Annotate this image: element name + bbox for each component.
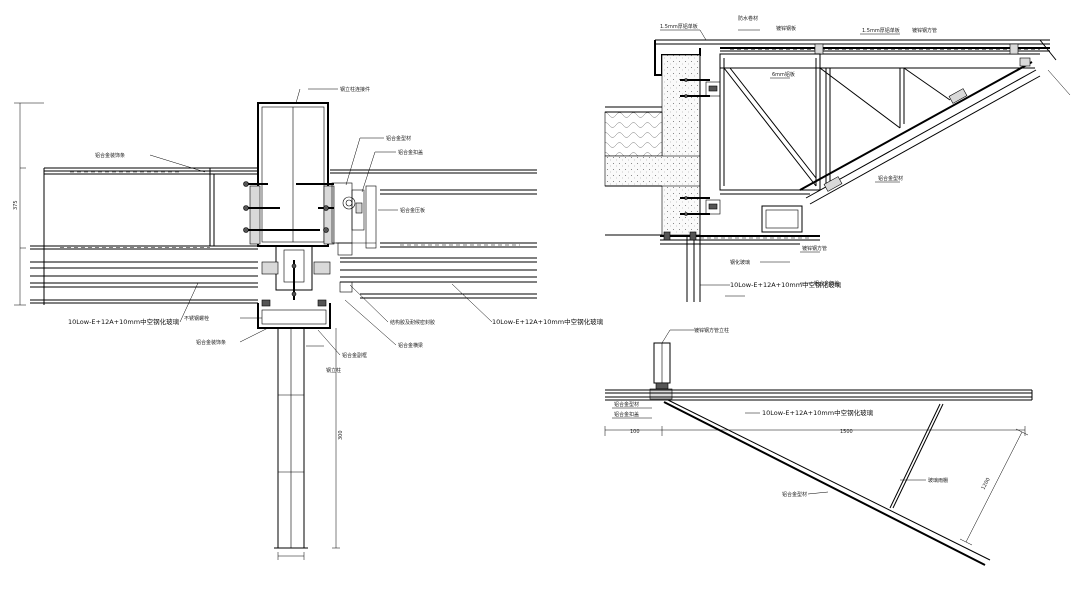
br-label-al-profile: 铝合金型材 xyxy=(614,401,639,408)
label-column-connector: 钢立柱连接件 xyxy=(340,86,370,93)
bolt-group xyxy=(243,181,334,233)
canopy-bottom-edge xyxy=(660,205,820,245)
top-right-canopy-edge-detail: 1.5mm厚铝单板 防水卷材 镀锌钢板 1.5mm厚铝单板 镀锌钢方管 6mm铝… xyxy=(604,15,1071,302)
steel-column-upper xyxy=(249,102,335,247)
label-sealant: 结构胶及耐候密封胶 xyxy=(390,319,435,326)
tr-label-al-cap: 铝合金扣盖 xyxy=(814,280,839,287)
tr-label-galv-tube: 镀锌钢方管 xyxy=(912,27,937,34)
bottom-right-canopy-plan-detail: 100 1500 1200 镀锌钢方管立柱 铝合金型材 铝合金扣盖 10Low-… xyxy=(604,327,1033,566)
inclined-canopy-glazing xyxy=(799,57,1071,205)
label-al-pressure-plate: 铝合金压板 xyxy=(400,207,425,214)
aluminium-cover-cap xyxy=(257,299,331,329)
label-trim: 铝合金装饰条 xyxy=(95,152,125,159)
tr-label-glass: 10Low-E+12A+10mm中空钢化玻璃 xyxy=(730,280,842,289)
label-bolt: 不锈钢螺栓 xyxy=(184,315,209,322)
aluminium-mullion-profile xyxy=(261,245,353,300)
right-bracket-assembly xyxy=(331,182,377,256)
dim-vertical-label: 375 xyxy=(13,200,19,210)
label-glass-left: 10Low-E+12A+10mm中空钢化玻璃 xyxy=(68,317,180,326)
br-dimensions: 100 1500 1200 xyxy=(604,426,1026,491)
tr-label-waterproof: 防水卷材 xyxy=(738,15,758,22)
br-label-al-cap: 铝合金扣盖 xyxy=(614,411,639,418)
top-right-annotations: 1.5mm厚铝单板 防水卷材 镀锌钢板 1.5mm厚铝单板 镀锌钢方管 6mm铝… xyxy=(660,15,937,297)
br-label-canopy: 玻璃雨棚 xyxy=(928,477,948,484)
br-inclined-canopy xyxy=(663,399,1029,566)
br-post xyxy=(649,342,673,400)
concrete-wall xyxy=(604,54,701,302)
left-transom-lines xyxy=(30,167,258,305)
left-mullion-section-detail: 375 xyxy=(13,86,604,560)
label-steel-column: 钢立柱 xyxy=(326,367,341,374)
br-dim-a: 100 xyxy=(630,429,640,435)
br-horizontal-glazing xyxy=(605,389,1033,401)
br-label-al-profile-2: 铝合金型材 xyxy=(782,491,807,498)
canopy-steel-frame xyxy=(719,53,1035,195)
label-al-cap: 铝合金扣盖 xyxy=(398,149,423,156)
tr-label-galv-tube-2: 镀锌钢方管 xyxy=(802,245,827,252)
label-transom: 铝合金横梁 xyxy=(398,342,423,349)
left-vertical-dimension: 375 xyxy=(13,102,44,306)
label-subframe: 铝合金副框 xyxy=(342,352,367,359)
br-label-glass: 10Low-E+12A+10mm中空钢化玻璃 xyxy=(762,408,874,417)
br-label-post: 镀锌钢方管立柱 xyxy=(694,327,729,334)
bottom-right-annotations: 镀锌钢方管立柱 铝合金型材 铝合金扣盖 10Low-E+12A+10mm中空钢化… xyxy=(612,327,948,498)
tr-label-tempered-glass: 钢化玻璃 xyxy=(730,259,750,266)
tr-label-al-panel-2: 1.5mm厚铝单板 xyxy=(862,27,900,34)
roof-edge-top xyxy=(654,39,1057,76)
tr-label-galv-plate: 镀锌钢板 xyxy=(776,25,796,32)
left-detail-annotations: 铝合金装饰条 钢立柱连接件 铝合金型材 铝合金扣盖 铝合金压板 10Low-E+… xyxy=(68,86,604,374)
tr-label-al-profile: 铝合金型材 xyxy=(878,175,903,182)
tr-label-al-panel: 1.5mm厚铝单板 xyxy=(660,23,698,30)
label-al-profile: 铝合金型材 xyxy=(386,135,411,142)
br-dim-b: 1500 xyxy=(840,429,853,435)
wall-anchors xyxy=(680,78,721,216)
tr-label-6mm-plate: 6mm铝板 xyxy=(772,71,795,78)
glass-fin-lower: 300 xyxy=(274,327,344,560)
label-glass-right: 10Low-E+12A+10mm中空钢化玻璃 xyxy=(492,317,604,326)
label-trim-lower: 铝合金装饰条 xyxy=(196,339,226,346)
right-transom-lines xyxy=(330,169,537,299)
dim-lower-label: 300 xyxy=(338,430,344,440)
br-dim-c: 1200 xyxy=(980,477,991,491)
